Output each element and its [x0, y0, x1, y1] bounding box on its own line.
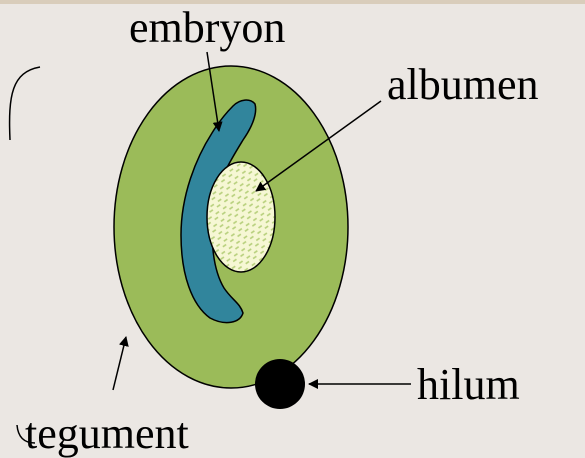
label-albumen: albumen	[387, 60, 539, 109]
left-bracket	[10, 67, 40, 140]
albumen-shape	[207, 162, 275, 272]
label-embryon: embryon	[129, 3, 285, 52]
label-tegument: tegument	[25, 409, 189, 458]
tegument-arrow	[113, 337, 126, 390]
hilum-dot	[255, 359, 305, 409]
label-hilum: hilum	[417, 360, 520, 409]
